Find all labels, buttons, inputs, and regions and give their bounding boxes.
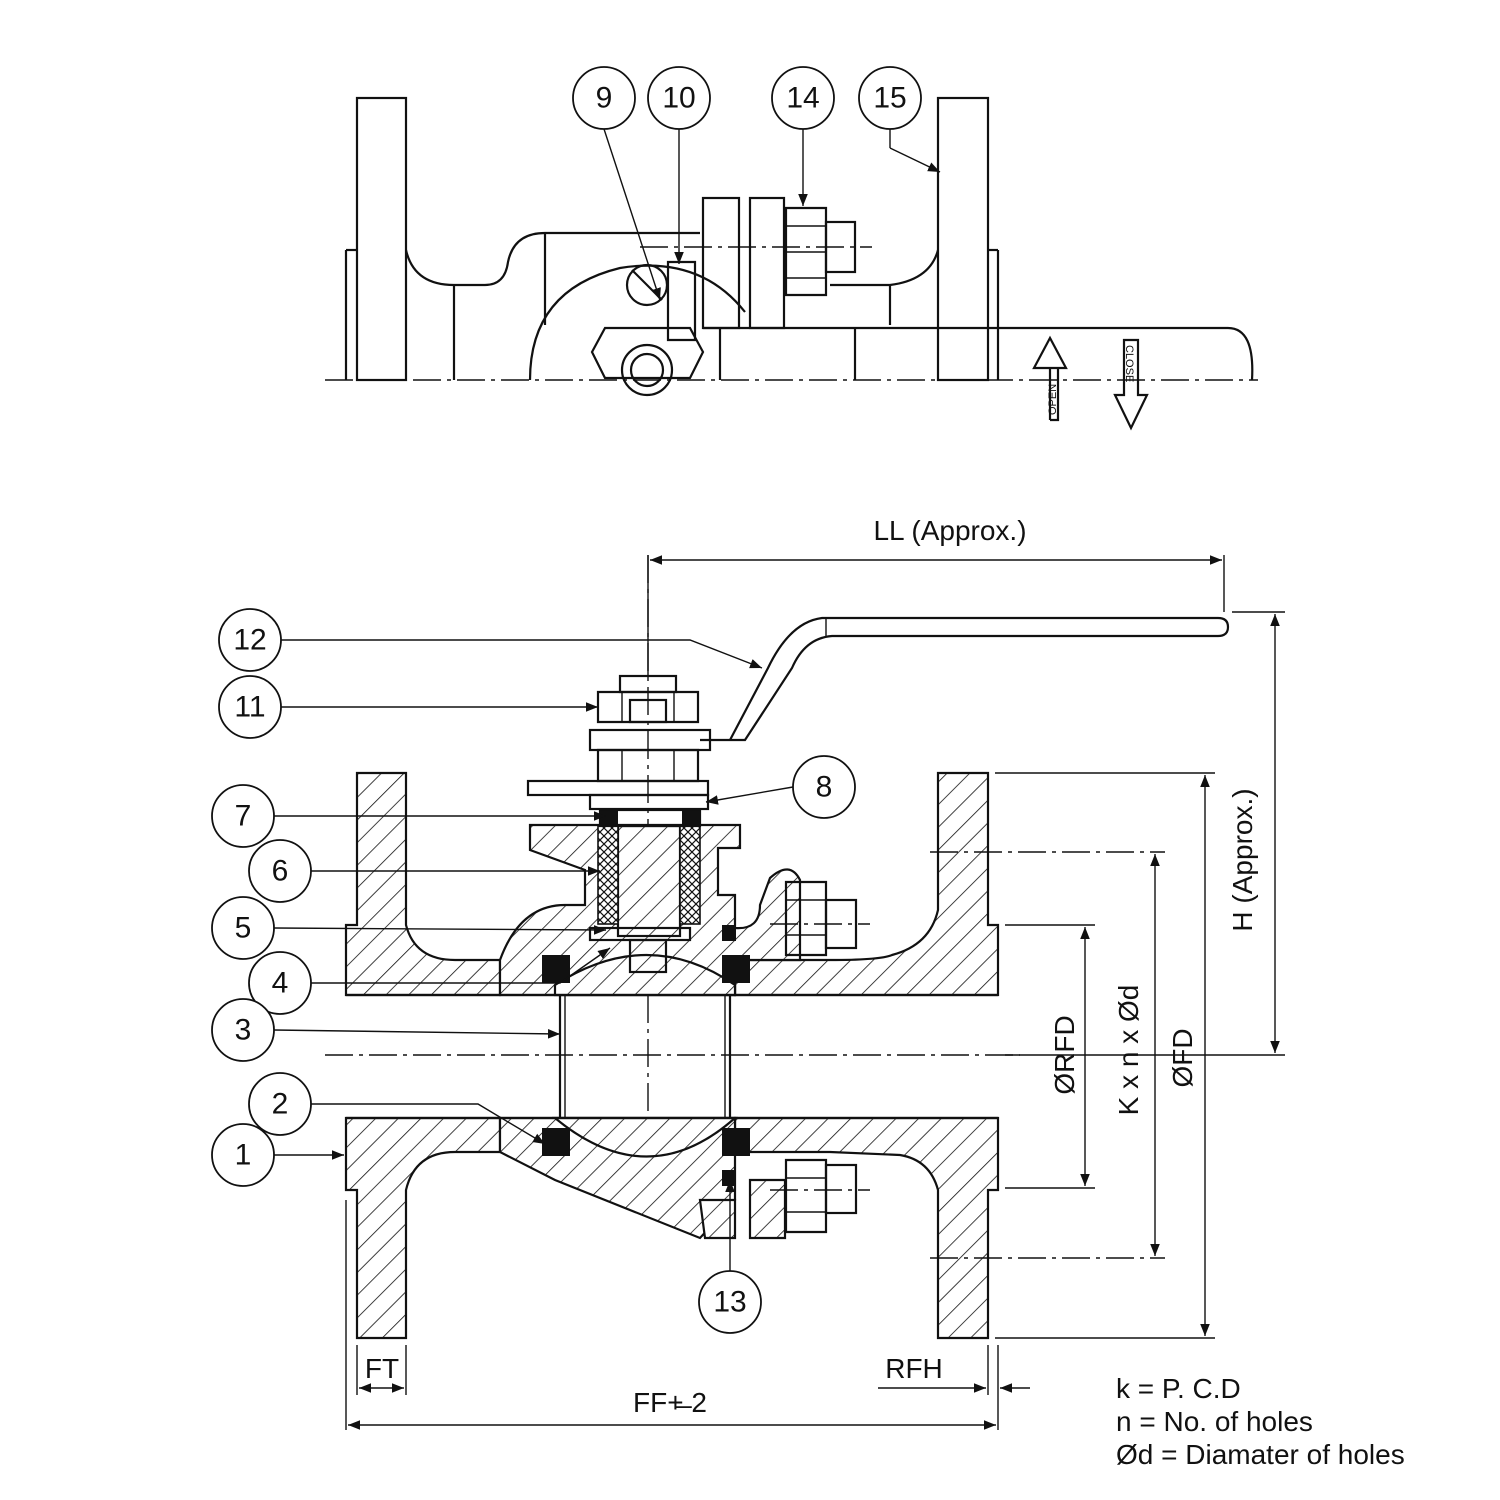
balloon-5: 5 [211, 896, 607, 960]
dimension-kxnxd: K x n x Ød [930, 851, 1165, 1259]
rfd-label: ØRFD [1049, 1015, 1080, 1094]
top-view [325, 96, 1258, 431]
close-arrow-label: CLOSE [1123, 345, 1135, 382]
balloon-2: 2 [248, 1072, 546, 1145]
kxnxd-label: K x n x Ød [1113, 985, 1144, 1116]
ft-label: FT [365, 1353, 399, 1384]
dimension-ff: FF+̶ 2 [345, 1200, 996, 1430]
section-view [325, 555, 1230, 1340]
balloon-9-label: 9 [596, 82, 613, 115]
balloon-7-label: 7 [235, 800, 252, 833]
balloon-14-label: 14 [786, 82, 819, 115]
balloon-13: 13 [698, 1180, 762, 1334]
rfh-label: RFH [885, 1353, 943, 1384]
balloon-6-label: 6 [272, 855, 289, 888]
balloon-2-label: 2 [272, 1088, 289, 1121]
legend: k = P. C.D n = No. of holes Ød = Diamate… [1116, 1373, 1405, 1470]
balloon-6: 6 [248, 839, 600, 903]
open-arrow-label: OPEN [1047, 384, 1059, 415]
balloon-1: 1 [211, 1123, 344, 1187]
balloon-15-label: 15 [873, 82, 906, 115]
dimension-rfd: ØRFD [1005, 924, 1095, 1189]
dimension-fd: ØFD [995, 772, 1215, 1339]
balloon-3-label: 3 [235, 1014, 252, 1047]
balloon-7: 7 [211, 784, 606, 848]
balloon-11: 11 [218, 675, 598, 739]
balloon-5-label: 5 [235, 912, 252, 945]
balloon-11-label: 11 [234, 691, 265, 724]
dimension-rfh: RFH [878, 1345, 1030, 1430]
ff-label: FF+̶ 2 [633, 1387, 707, 1418]
legend-line-1: k = P. C.D [1116, 1373, 1241, 1404]
balloon-8: 8 [705, 755, 856, 819]
fd-label: ØFD [1167, 1028, 1198, 1087]
balloon-15: 15 [858, 66, 941, 173]
legend-line-2: n = No. of holes [1116, 1406, 1313, 1437]
legend-line-3: Ød = Diamater of holes [1116, 1439, 1405, 1470]
balloon-10: 10 [647, 66, 711, 264]
balloon-14: 14 [771, 66, 835, 206]
balloon-13-label: 13 [713, 1286, 746, 1319]
ll-label: LL (Approx.) [873, 515, 1026, 546]
dimension-ll: LL (Approx.) [647, 515, 1225, 675]
balloon-10-label: 10 [662, 82, 695, 115]
balloon-8-label: 8 [816, 771, 833, 804]
balloon-1-label: 1 [235, 1139, 252, 1172]
balloon-4: 4 [248, 947, 611, 1015]
h-label: H (Approx.) [1227, 788, 1258, 931]
balloon-12-label: 12 [233, 624, 266, 657]
dimension-h: H (Approx.) [1005, 611, 1285, 1056]
balloon-3: 3 [211, 998, 561, 1062]
dimension-ft: FT [356, 1345, 407, 1395]
balloon-9: 9 [572, 66, 661, 301]
balloon-12: 12 [218, 608, 763, 672]
balloon-4-label: 4 [272, 967, 289, 1000]
